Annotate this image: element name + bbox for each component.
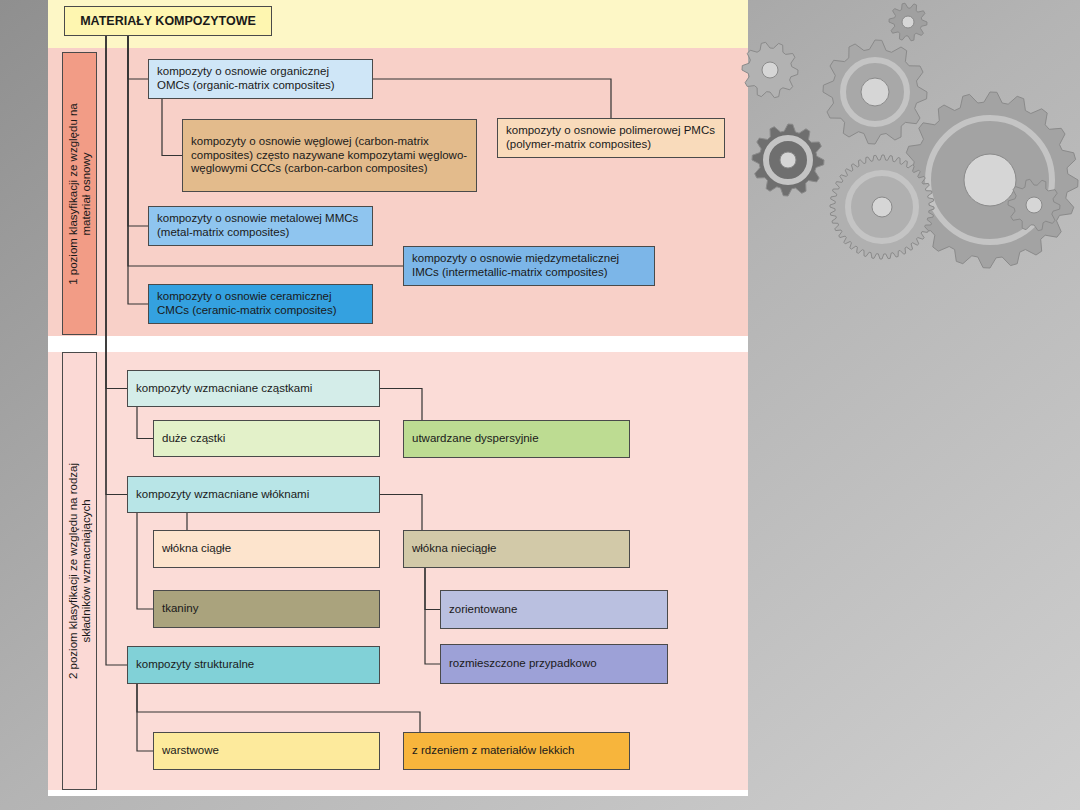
gear-ring [848, 173, 916, 241]
gear [889, 3, 927, 41]
category-label: duże cząstki [154, 428, 379, 450]
gear-illustration [742, 3, 1078, 268]
category-label: kompozyty o osnowie węglowej (carbon-mat… [183, 131, 476, 180]
category-label: kompozyty wzmacniane włóknami [128, 484, 379, 506]
connector-line [137, 513, 153, 609]
gear-hub [780, 152, 796, 168]
level-band [48, 352, 748, 790]
category-label: włókna nieciągłe [404, 538, 629, 560]
gear-hub [902, 16, 914, 28]
category-box: utwardzane dyspersyjnie [403, 420, 630, 458]
gear [752, 124, 824, 196]
category-label: włókna ciągłe [154, 538, 379, 560]
title-box: MATERIAŁY KOMPOZYTOWE [64, 6, 272, 36]
category-box: kompozyty o osnowie polimerowej PMCs (po… [497, 118, 725, 158]
category-box: z rdzeniem z materiałów lekkich [403, 732, 630, 770]
category-label: kompozyty o osnowie metalowej MMCs (meta… [149, 208, 372, 244]
level-label: 1 poziom klasyfikacji ze względu na mate… [66, 94, 92, 294]
panel [48, 0, 748, 796]
category-label: kompozyty o osnowie międzymetalicznej IM… [404, 248, 654, 284]
category-box: rozmieszczone przypadkowo [440, 644, 668, 684]
gear [823, 40, 927, 144]
category-box: warstwowe [153, 732, 380, 770]
category-box: kompozyty o osnowie organicznej OMCs (or… [148, 59, 373, 99]
category-box: włókna ciągłe [153, 530, 380, 568]
category-box: kompozyty wzmacniane włóknami [127, 476, 380, 513]
connector-line [186, 513, 187, 530]
connector-line [128, 36, 148, 79]
gear [830, 155, 934, 259]
connector-line [137, 684, 420, 732]
gear [902, 92, 1078, 268]
category-label: kompozyty o osnowie organicznej OMCs (or… [149, 61, 372, 97]
category-label: z rdzeniem z materiałów lekkich [404, 740, 629, 762]
category-label: kompozyty o osnowie ceramicznej CMCs (ce… [149, 286, 372, 322]
category-label: tkaniny [154, 598, 379, 620]
category-box: kompozyty strukturalne [127, 646, 380, 684]
category-label: kompozyty strukturalne [128, 654, 379, 676]
category-label: utwardzane dyspersyjnie [404, 428, 629, 450]
header-band [48, 0, 748, 48]
category-box: kompozyty o osnowie węglowej (carbon-mat… [182, 119, 477, 192]
category-label: rozmieszczone przypadkowo [441, 653, 667, 675]
gear-hub [872, 197, 892, 217]
connector-line [425, 568, 440, 664]
level-label-box: 2 poziom klasyfikacji ze względu na rodz… [62, 352, 97, 790]
connector-line [162, 99, 182, 156]
category-box: kompozyty wzmacniane cząstkami [127, 370, 380, 407]
category-label: kompozyty o osnowie polimerowej PMCs (po… [498, 120, 724, 156]
connector-line [137, 684, 153, 751]
category-label: zorientowane [441, 599, 667, 621]
connector-line [425, 568, 440, 610]
category-box: włókna nieciągłe [403, 530, 630, 568]
connector-line [373, 79, 611, 118]
level-band [48, 48, 748, 336]
gear [1008, 179, 1060, 230]
category-box: tkaniny [153, 590, 380, 628]
level-label: 2 poziom klasyfikacji ze względu na rodz… [66, 436, 92, 706]
category-box: zorientowane [440, 590, 668, 629]
gear-hub [861, 78, 889, 106]
category-label: warstwowe [154, 740, 379, 762]
connector-line [106, 36, 127, 495]
gear-hub [762, 62, 778, 78]
connector-line [128, 36, 148, 226]
gear-ring [766, 138, 810, 182]
category-label: kompozyty wzmacniane cząstkami [128, 378, 379, 400]
category-box: kompozyty o osnowie międzymetalicznej IM… [403, 246, 655, 286]
connector-line [106, 36, 127, 665]
gear-ring [843, 60, 907, 124]
connector-line [380, 389, 422, 421]
category-box: kompozyty o osnowie metalowej MMCs (meta… [148, 206, 373, 246]
title-text: MATERIAŁY KOMPOZYTOWE [65, 10, 271, 33]
gear [742, 42, 798, 97]
category-box: duże cząstki [153, 420, 380, 457]
connector-line [137, 407, 153, 439]
connector-line [128, 36, 148, 304]
gear-hub [964, 154, 1016, 206]
level-label-box: 1 poziom klasyfikacji ze względu na mate… [62, 52, 97, 335]
connector-line [380, 495, 422, 531]
category-box: kompozyty o osnowie ceramicznej CMCs (ce… [148, 284, 373, 324]
gear-hub [1026, 197, 1042, 213]
connector-line [106, 36, 127, 389]
